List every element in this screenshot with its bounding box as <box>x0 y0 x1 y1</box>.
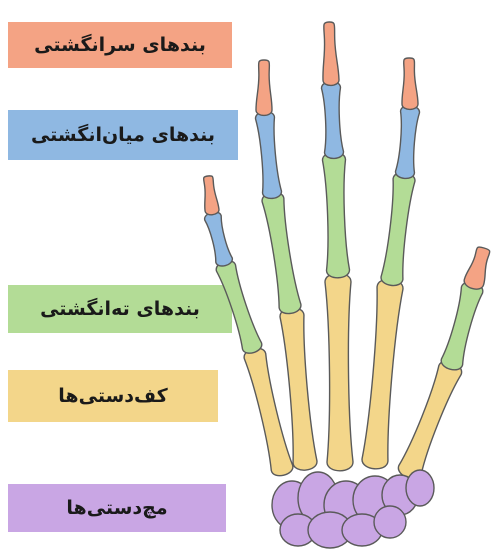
little-metacarpal <box>243 346 295 478</box>
middle-metacarpal <box>325 273 353 471</box>
thumb-proximal-phalanx <box>439 280 484 372</box>
thumb-metacarpal <box>396 358 464 482</box>
thumb-distal-phalanx <box>463 245 491 291</box>
ring-distal-phalanx <box>256 60 272 115</box>
little-distal-phalanx <box>201 175 219 215</box>
middle-intermediate-phalanx <box>321 81 344 159</box>
carpal-bone <box>406 470 434 506</box>
little-proximal-phalanx <box>214 258 263 355</box>
index-metacarpal <box>361 278 403 470</box>
index-proximal-phalanx <box>380 171 416 286</box>
index-intermediate-phalanx <box>395 105 420 179</box>
ring-intermediate-phalanx <box>255 111 282 200</box>
carpal-bone <box>374 506 406 538</box>
middle-proximal-phalanx <box>322 152 350 278</box>
middle-distal-phalanx <box>321 22 339 86</box>
index-distal-phalanx <box>401 58 418 110</box>
little-intermediate-phalanx <box>203 210 233 267</box>
ring-proximal-phalanx <box>261 191 302 315</box>
